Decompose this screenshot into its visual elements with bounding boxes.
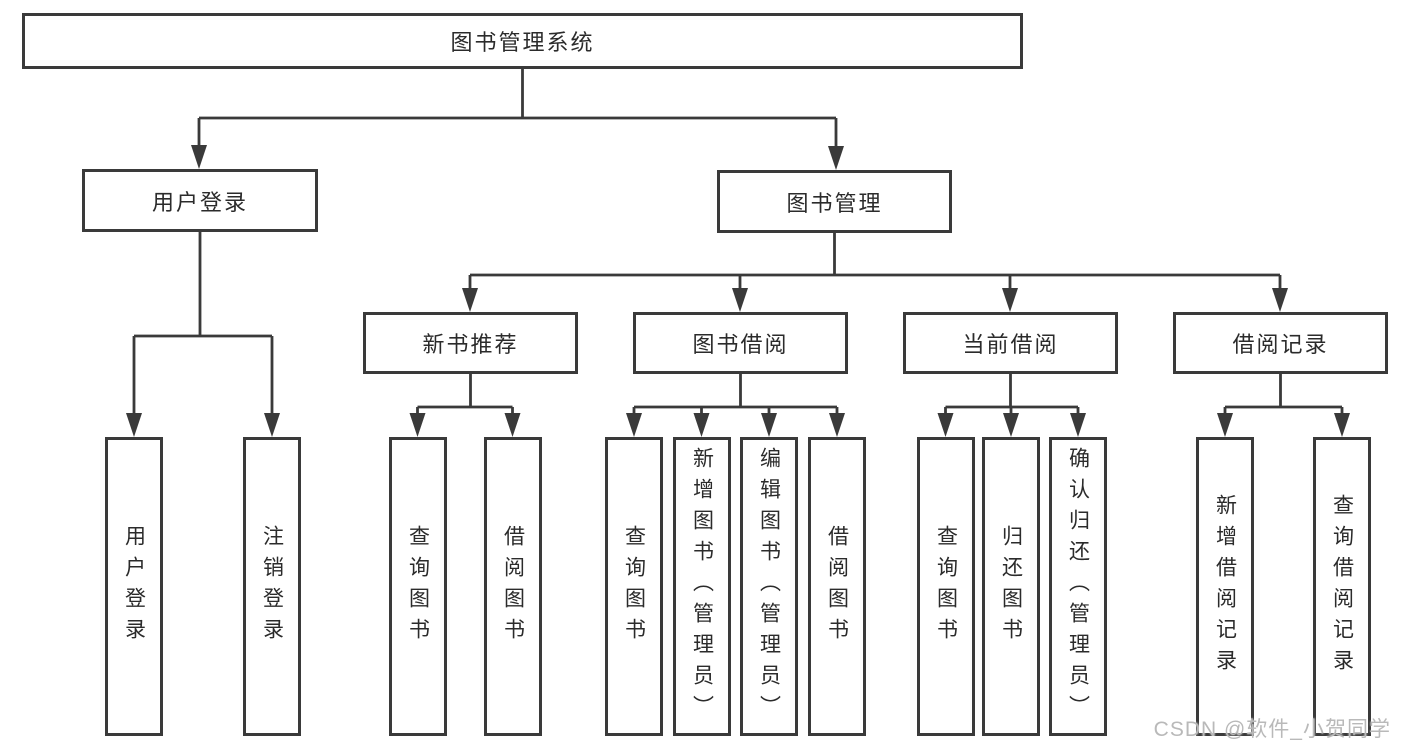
leaf-label: 归还图书 <box>999 524 1023 649</box>
leaf-return-books: 归还图书 <box>982 437 1040 736</box>
leaf-label: 注销登录 <box>260 524 284 649</box>
arrowheads <box>126 145 1350 437</box>
leaf-label: 查询图书 <box>622 524 646 649</box>
leaf-add-books-admin: 新增图书（管理员） <box>673 437 731 736</box>
leaf-label: 借阅图书 <box>825 524 849 649</box>
leaf-edit-books-admin: 编辑图书（管理员） <box>740 437 798 736</box>
node-user-login: 用户登录 <box>82 169 318 232</box>
leaf-borrow-books-2: 借阅图书 <box>808 437 866 736</box>
leaf-label: 新增图书（管理员） <box>690 447 714 726</box>
leaf-label: 查询图书 <box>406 524 430 649</box>
leaf-query-books-2: 查询图书 <box>605 437 663 736</box>
leaf-label: 借阅图书 <box>501 524 525 649</box>
leaf-borrow-books-1: 借阅图书 <box>484 437 542 736</box>
leaf-query-books-3: 查询图书 <box>917 437 975 736</box>
leaf-logout: 注销登录 <box>243 437 301 736</box>
leaf-label: 查询图书 <box>934 524 958 649</box>
leaf-confirm-return-admin: 确认归还（管理员） <box>1049 437 1107 736</box>
csdn-watermark: CSDN @软件_小贺同学 <box>1153 718 1391 741</box>
leaf-label: 确认归还（管理员） <box>1066 447 1090 726</box>
leaf-add-borrow-record: 新增借阅记录 <box>1196 437 1254 736</box>
node-new-book-recommendation: 新书推荐 <box>363 312 578 374</box>
leaf-label: 编辑图书（管理员） <box>757 447 781 726</box>
leaf-label: 用户登录 <box>122 524 146 649</box>
leaf-query-books-1: 查询图书 <box>389 437 447 736</box>
leaf-label: 新增借阅记录 <box>1213 493 1237 680</box>
node-current-borrowing: 当前借阅 <box>903 312 1118 374</box>
leaf-query-borrow-record: 查询借阅记录 <box>1313 437 1371 736</box>
node-book-borrowing: 图书借阅 <box>633 312 848 374</box>
node-book-management: 图书管理 <box>717 170 952 233</box>
node-root-system: 图书管理系统 <box>22 13 1023 69</box>
leaf-user-login: 用户登录 <box>105 437 163 736</box>
node-borrowing-records: 借阅记录 <box>1173 312 1388 374</box>
leaf-label: 查询借阅记录 <box>1330 493 1354 680</box>
